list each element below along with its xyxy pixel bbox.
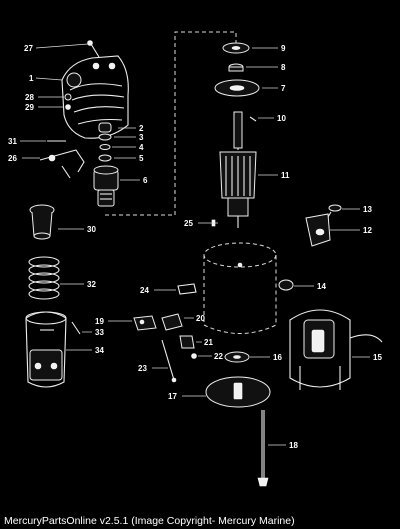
part-3-washer[interactable]	[98, 133, 112, 141]
callout-31: 31	[8, 137, 17, 146]
part-22-nut[interactable]	[191, 353, 197, 359]
part-16-washer[interactable]	[224, 351, 250, 363]
part-30-bushing[interactable]	[29, 204, 55, 240]
callout-34: 34	[95, 346, 104, 355]
part-27-screw[interactable]	[87, 40, 100, 58]
part-23-bolt[interactable]	[161, 339, 177, 383]
part-21-spring-clip[interactable]	[179, 335, 195, 349]
part-8-bushing[interactable]	[228, 63, 244, 72]
callout-2: 2	[139, 124, 144, 133]
callout-20: 20	[196, 314, 205, 323]
part-28-washer[interactable]	[64, 93, 72, 101]
part-34-solenoid[interactable]	[25, 311, 67, 388]
part-2-bushing[interactable]	[98, 122, 112, 133]
callout-17: 17	[168, 392, 177, 401]
part-10-screw[interactable]	[249, 116, 257, 122]
callout-15: 15	[373, 353, 382, 362]
part-19-brush-holder[interactable]	[133, 315, 157, 331]
part-12-bracket[interactable]	[305, 213, 331, 247]
callout-28: 28	[25, 93, 34, 102]
part-14-plug[interactable]	[278, 279, 294, 291]
callout-21: 21	[204, 338, 213, 347]
part-11-armature[interactable]	[219, 111, 257, 228]
callout-14: 14	[317, 282, 326, 291]
callout-29: 29	[25, 103, 34, 112]
part-29-nut[interactable]	[65, 104, 71, 110]
part-6-drive-pinion[interactable]	[93, 165, 119, 207]
callout-13: 13	[363, 205, 372, 214]
callout-5: 5	[139, 154, 144, 163]
part-1-end-housing[interactable]	[61, 55, 129, 139]
part-18-through-bolt[interactable]	[257, 410, 269, 487]
callout-19: 19	[95, 317, 104, 326]
part-7-cap[interactable]	[214, 79, 260, 97]
part-26-shift-lever[interactable]	[39, 149, 85, 179]
callout-10: 10	[277, 114, 286, 123]
copyright-caption: MercuryPartsOnline v2.5.1 (Image Copyrig…	[4, 515, 295, 527]
callout-11: 11	[281, 171, 290, 180]
callout-33: 33	[95, 328, 104, 337]
callout-12: 12	[363, 226, 372, 235]
callout-9: 9	[281, 44, 286, 53]
callout-1: 1	[29, 74, 34, 83]
leader-lines	[20, 43, 370, 446]
part-33-screw[interactable]	[71, 321, 81, 335]
callout-27: 27	[24, 44, 33, 53]
assembly-guide-line	[105, 31, 237, 216]
part-17-end-plate[interactable]	[205, 376, 271, 408]
callout-24: 24	[140, 286, 149, 295]
callout-26: 26	[8, 154, 17, 163]
callout-16: 16	[273, 353, 282, 362]
part-15-cover[interactable]	[289, 309, 383, 390]
callout-8: 8	[281, 63, 286, 72]
part-9-washer[interactable]	[222, 42, 250, 54]
callout-32: 32	[87, 280, 96, 289]
callout-6: 6	[143, 176, 148, 185]
callout-30: 30	[87, 225, 96, 234]
callout-23: 23	[138, 364, 147, 373]
callout-4: 4	[139, 143, 144, 152]
part-20-brush[interactable]	[161, 313, 183, 331]
part-24-field-frame[interactable]	[177, 242, 277, 334]
callout-25: 25	[184, 219, 193, 228]
part-5-collar[interactable]	[98, 154, 112, 162]
callout-18: 18	[289, 441, 298, 450]
part-32-spring[interactable]	[28, 256, 60, 300]
callout-3: 3	[139, 133, 144, 142]
callout-7: 7	[281, 84, 286, 93]
part-4-ring[interactable]	[99, 144, 111, 150]
callout-22: 22	[214, 352, 223, 361]
callout-labels: 27 1 28 29 2 3 4 5 6 31 26 9 8 7 10 11 2…	[8, 44, 382, 450]
